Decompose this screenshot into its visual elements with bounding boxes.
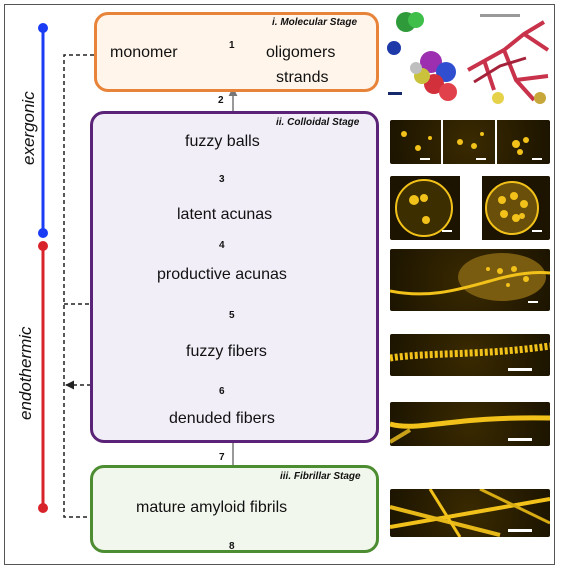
molecular-stage-box	[94, 12, 379, 92]
oligomers-label: oligomers	[266, 44, 336, 61]
molecular-stage-title: i. Molecular Stage	[272, 17, 358, 28]
exergonic-label: exergonic	[19, 91, 38, 165]
step-5: 5	[229, 310, 235, 321]
branched-fibril-network-image	[464, 10, 554, 106]
monomer-label: monomer	[110, 44, 178, 61]
exergonic-top-dot	[38, 23, 48, 33]
denuded-fiber-micrograph	[390, 402, 550, 446]
endothermic-bottom-dot	[38, 503, 48, 513]
productive-acuna-micrograph	[390, 249, 550, 311]
step-8: 8	[229, 541, 235, 552]
fibrillar-stage-title: iii. Fibrillar Stage	[280, 471, 361, 482]
step-3: 3	[219, 174, 225, 185]
strands-label: strands	[276, 69, 329, 86]
endothermic-top-dot	[38, 241, 48, 251]
colloidal-stage-box	[90, 111, 379, 443]
fuzzy-fibers-label: fuzzy fibers	[186, 343, 267, 360]
denuded-fibers-label: denuded fibers	[169, 410, 275, 427]
latent-acunas-label: latent acunas	[177, 206, 273, 223]
endothermic-label: endothermic	[16, 326, 35, 420]
mature-fibril-micrograph	[390, 489, 550, 537]
colloidal-stage-title: ii. Colloidal Stage	[276, 117, 360, 128]
step-1: 1	[229, 40, 235, 51]
step-4: 4	[219, 240, 225, 251]
fibrillar-stage-box	[90, 465, 379, 553]
productive-acunas-label: productive acunas	[157, 266, 287, 283]
dashed-monomer-path	[63, 54, 113, 522]
step-7: 7	[219, 452, 225, 463]
step-6: 6	[219, 386, 225, 397]
fuzzy-balls-micrograph	[390, 120, 550, 164]
mature-fibrils-label: mature amyloid fibrils	[136, 499, 288, 516]
fuzzy-fiber-micrograph	[390, 334, 550, 376]
acunas-micrograph	[390, 176, 550, 240]
fuzzy-balls-label: fuzzy balls	[185, 133, 260, 150]
exergonic-bottom-dot	[38, 228, 48, 238]
protein-structure-image	[386, 10, 464, 106]
step-2: 2	[218, 95, 224, 106]
diagram-frame	[4, 4, 555, 565]
